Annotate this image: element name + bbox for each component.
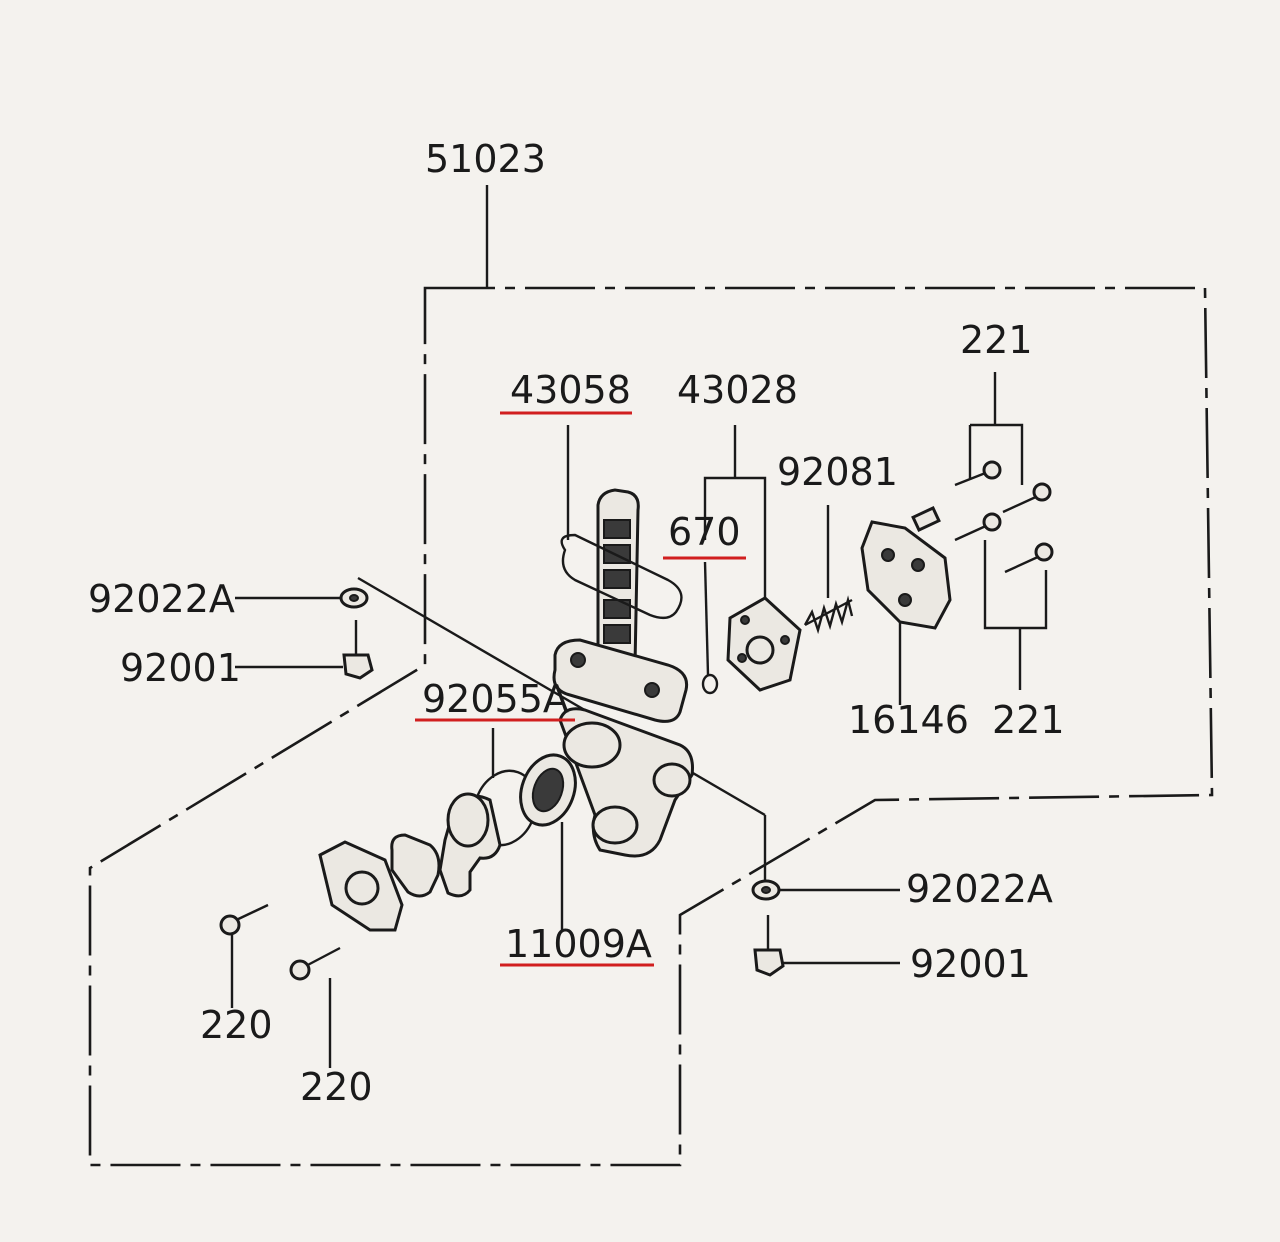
diagonal-leader — [357, 576, 766, 817]
filter-11009A — [519, 753, 577, 827]
label-screw-a: 220 — [200, 1003, 273, 1047]
screws-221 — [954, 460, 1054, 574]
label-diaphragm-kit: 43028 — [677, 368, 798, 412]
o-ring-670-leader — [703, 561, 710, 676]
right-washer-bolt — [751, 879, 785, 977]
label-screws-bottom: 221 — [992, 698, 1065, 742]
screws-bottom-bracket — [983, 540, 1048, 690]
cover-16146 — [860, 506, 952, 630]
o-ring-670 — [701, 673, 719, 695]
label-assembly: 51023 — [425, 137, 546, 181]
diaphragm-plate — [726, 596, 802, 692]
label-screws-top: 221 — [960, 318, 1033, 362]
screws-220 — [219, 903, 341, 981]
small-gasket — [390, 833, 441, 898]
label-o-ring-92055A: 92055A — [422, 677, 569, 721]
label-spring: 92081 — [777, 450, 898, 494]
label-filter: 11009A — [505, 922, 652, 966]
label-bolt-right: 92001 — [910, 942, 1031, 986]
label-gasket-top: 43058 — [510, 368, 631, 412]
label-bolt-left: 92001 — [120, 646, 241, 690]
left-washer-bolt — [339, 587, 374, 680]
label-o-ring-670: 670 — [668, 510, 741, 554]
label-washer-right: 92022A — [906, 867, 1053, 911]
label-cover: 16146 — [848, 698, 969, 742]
fuel-cock-body — [552, 488, 694, 858]
screws-top-bracket — [968, 372, 1024, 485]
outlet-elbow — [438, 792, 502, 898]
flange-gasket-hole — [344, 870, 380, 906]
diaphragm-bracket — [703, 425, 767, 598]
assembly-boundary — [88, 286, 1214, 1167]
spring-92081 — [803, 595, 854, 635]
label-screw-b: 220 — [300, 1065, 373, 1109]
label-washer-left: 92022A — [88, 577, 235, 621]
